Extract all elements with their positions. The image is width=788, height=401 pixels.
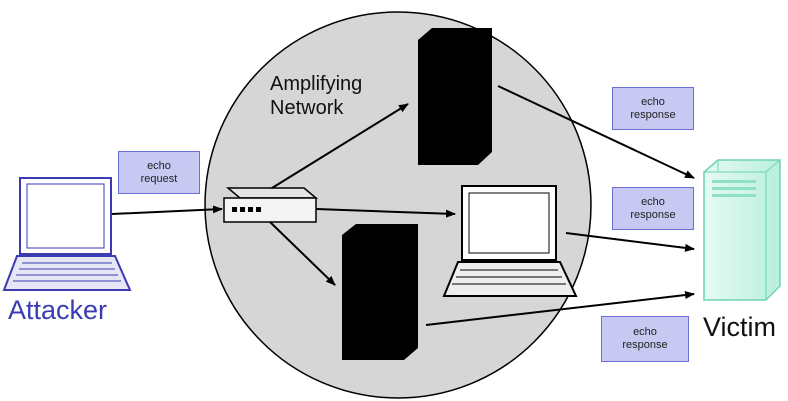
echo-request-tag: echo request [118, 151, 200, 194]
echo-response-tag-bottom: echo response [601, 316, 689, 362]
echo-response-tag-bottom-line2: response [622, 339, 668, 351]
arrow-attacker-to-router [111, 205, 223, 215]
arrow-laptop-to-victim [565, 232, 695, 252]
attacker-label: Attacker [8, 295, 108, 325]
victim-server-icon [703, 159, 781, 301]
server-bottom-icon [342, 224, 418, 360]
echo-response-tag-top-line1: echo [641, 95, 665, 108]
echo-response-tag-middle-line2: response [630, 208, 676, 221]
router-icon [223, 187, 319, 223]
echo-request-tag-line2: request [140, 172, 178, 185]
arrow-top-server-to-victim [497, 85, 695, 179]
arrow-router-to-laptop [315, 208, 456, 218]
echo-response-tag-top-line2: response [630, 108, 676, 121]
echo-response-tag-top: echo response [612, 87, 694, 130]
network-laptop-icon [442, 185, 578, 297]
victim-label: Victim [703, 312, 777, 342]
network-label: Amplifying Network [270, 72, 362, 120]
echo-request-tag-line1: echo [147, 159, 171, 172]
echo-response-tag-middle: echo response [612, 187, 694, 230]
echo-response-tag-bottom-line1: echo [633, 326, 657, 338]
server-top-icon [418, 28, 492, 165]
arrow-router-to-bottom-server [269, 221, 336, 286]
echo-response-tag-middle-line1: echo [641, 195, 665, 208]
amplifying-network-circle [204, 11, 592, 399]
attacker-laptop-icon [2, 177, 132, 291]
network-label-line2: Network [270, 97, 344, 119]
arrow-router-to-top-server [271, 103, 409, 189]
arrow-bottom-server-to-victim [425, 291, 695, 326]
network-label-line1: Amplifying [270, 73, 363, 95]
